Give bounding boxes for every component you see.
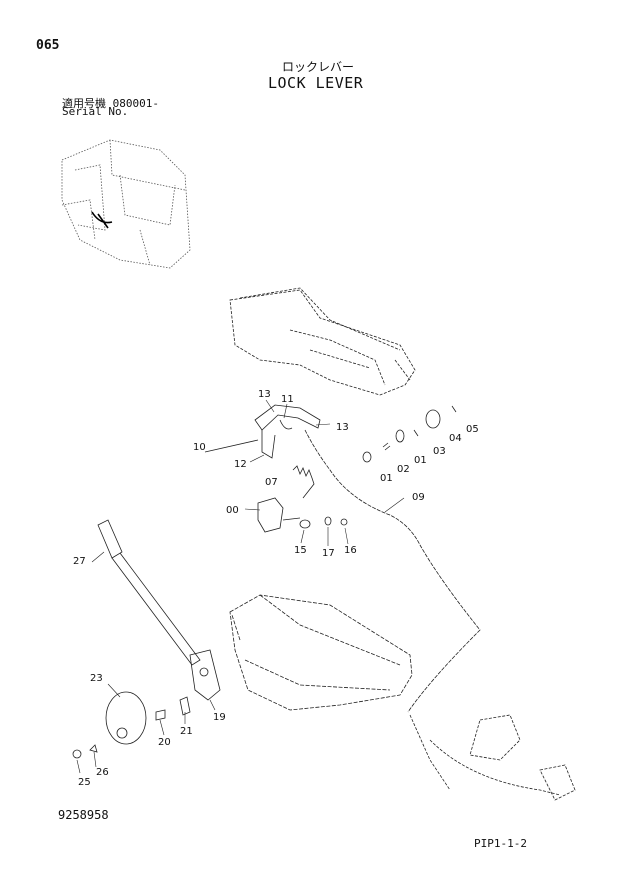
callout-23: 23 [90, 673, 103, 684]
leader-lines [76, 399, 405, 774]
console-housing [229, 287, 416, 396]
washer-25 [72, 749, 82, 759]
frame-base [229, 594, 413, 711]
sheet-reference: PIP1-1-2 [474, 837, 527, 850]
machine-location-thumbnail [61, 139, 191, 269]
limit-switch [257, 497, 348, 533]
callout-01b: 01 [380, 473, 393, 484]
lock-lever [97, 519, 221, 701]
callout-02: 02 [397, 464, 410, 475]
title-japanese: ロックレバー [282, 60, 355, 74]
callout-16: 16 [344, 545, 357, 556]
serial-label-jp-text: 適用号機 [62, 97, 106, 110]
washer-stack [362, 405, 457, 463]
serial-label-english: Serial No. [62, 105, 129, 118]
callout-26: 26 [96, 767, 109, 778]
callout-09: 09 [412, 492, 425, 503]
callout-07: 07 [265, 477, 278, 488]
callout-13a: 13 [258, 389, 271, 400]
bolt-26 [89, 744, 98, 753]
serial-value: 080001- [112, 97, 159, 110]
callout-00: 00 [226, 505, 239, 516]
callout-19: 19 [213, 712, 226, 723]
callout-12: 12 [234, 459, 247, 470]
lever-cover [105, 691, 191, 745]
drawing-number: 9258958 [58, 808, 109, 822]
callout-03: 03 [433, 446, 446, 457]
callout-20: 20 [158, 737, 171, 748]
lock-cable [304, 429, 481, 713]
callout-04: 04 [449, 433, 462, 444]
callout-labels: 13 11 13 10 12 05 04 03 01 02 01 07 09 0… [73, 389, 479, 788]
callout-27: 27 [73, 556, 86, 567]
callout-13b: 13 [336, 422, 349, 433]
callout-11: 11 [281, 394, 294, 405]
page-number: 065 [36, 38, 60, 53]
serial-label-japanese: 適用号機 080001- [62, 95, 159, 111]
spring [292, 465, 315, 499]
control-linkage [409, 714, 576, 801]
title-english: LOCK LEVER [268, 74, 364, 92]
callout-17: 17 [322, 548, 335, 559]
callout-05: 05 [466, 424, 479, 435]
callout-10: 10 [193, 442, 206, 453]
bracket-assembly [204, 404, 321, 459]
thumbnail-marker [91, 211, 113, 229]
callout-15: 15 [294, 545, 307, 556]
callout-25: 25 [78, 777, 91, 788]
callout-01a: 01 [414, 455, 427, 466]
callout-21: 21 [180, 726, 193, 737]
